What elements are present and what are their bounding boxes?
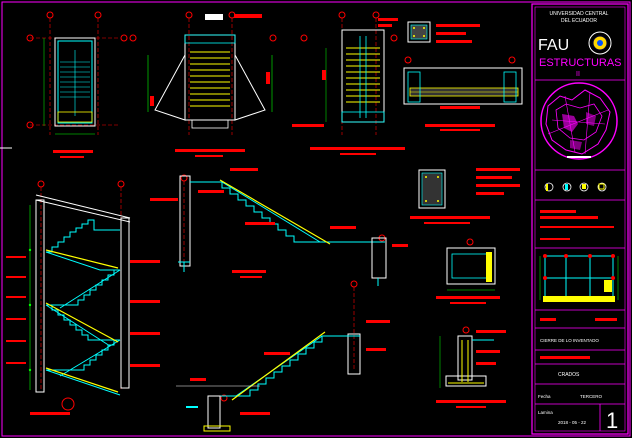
foundation-section-detail <box>436 326 506 408</box>
ficha-text: CIERRE DE LO INVENTADO <box>540 338 599 343</box>
course-value: TERCERO <box>580 394 603 399</box>
multi-flight-stair-section <box>6 180 160 415</box>
stair-section-view-2 <box>129 11 277 157</box>
grade-text: CRADOS <box>558 372 580 378</box>
stair-elevation-view-3 <box>292 11 405 155</box>
location-map <box>540 82 618 160</box>
title-block: UNIVERSIDAD CENTRAL DEL ECUADOR FAU ESTR… <box>531 3 629 435</box>
date-label: Fecha <box>538 394 551 399</box>
foundation-plan <box>539 254 619 302</box>
long-stair-section <box>150 168 408 286</box>
university-line1: UNIVERSIDAD CENTRAL <box>550 11 609 17</box>
subject-level: II <box>576 71 580 78</box>
subject-text: ESTRUCTURAS <box>539 57 622 69</box>
date-value: 2018 - 05 - 22 <box>558 420 587 425</box>
beam-detail-view-4 <box>403 21 523 131</box>
faculty-text: FAU <box>538 37 569 54</box>
footing-detail <box>436 238 500 304</box>
sheet-label: Lamina <box>538 410 553 415</box>
symbols-row <box>544 182 607 192</box>
university-line2: DEL ECUADOR <box>561 18 597 24</box>
stair-plan-view-1 <box>26 11 128 158</box>
bottom-stair-section <box>176 280 390 432</box>
column-detail <box>410 168 520 224</box>
sheet-number: 1 <box>606 408 618 433</box>
university-seal <box>588 31 612 55</box>
